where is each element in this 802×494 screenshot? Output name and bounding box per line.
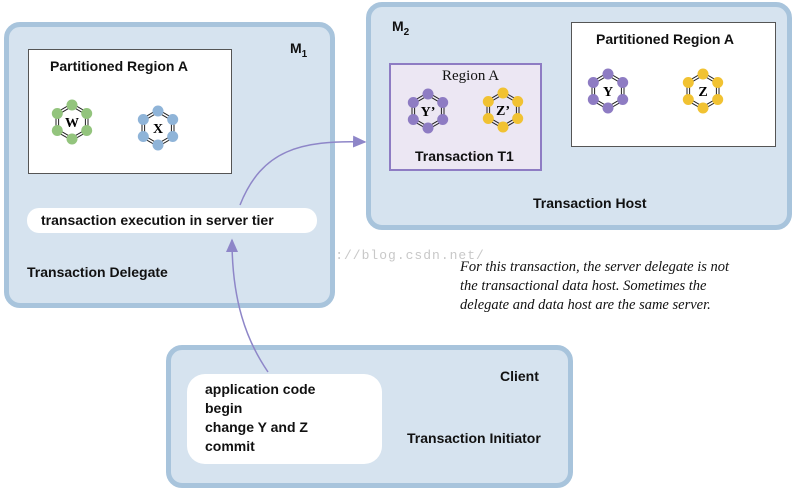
ring-node-z-prime: Z’ bbox=[482, 87, 524, 133]
m2-machine-label: M2 bbox=[392, 18, 410, 38]
ring-node-y-prime: Y’ bbox=[407, 88, 449, 134]
client-title: Client bbox=[500, 368, 539, 384]
ring-node-x: X bbox=[137, 105, 179, 151]
transaction-initiator-label: Transaction Initiator bbox=[407, 430, 541, 446]
arrow-client-to-delegate bbox=[226, 238, 269, 373]
ring-node-z: Z bbox=[682, 68, 724, 114]
code-line-change: change Y and Z bbox=[205, 419, 308, 435]
explanatory-note: For this transaction, the server delegat… bbox=[460, 258, 729, 315]
m1-machine-label: M1 bbox=[290, 40, 308, 60]
m1-region-title: Partitioned Region A bbox=[50, 58, 188, 74]
note-line-1: For this transaction, the server delegat… bbox=[460, 259, 730, 275]
code-line-begin: begin bbox=[205, 400, 243, 416]
ring-letter: W bbox=[65, 116, 79, 131]
tx-region-title: Region A bbox=[442, 68, 500, 84]
execution-label: transaction execution in server tier bbox=[27, 208, 317, 233]
note-line-3: delegate and data host are the same serv… bbox=[460, 297, 711, 313]
m2-partitioned-region-box bbox=[571, 22, 776, 147]
ring-letter: Y bbox=[603, 85, 613, 100]
ring-letter: Z bbox=[698, 85, 707, 100]
ring-letter: X bbox=[153, 122, 163, 137]
watermark-text: http://blog.csdn.net/ bbox=[300, 248, 485, 263]
ring-node-w: W bbox=[51, 99, 93, 145]
ring-node-y: Y bbox=[587, 68, 629, 114]
transaction-host-label: Transaction Host bbox=[533, 195, 647, 211]
transaction-delegate-label: Transaction Delegate bbox=[27, 264, 168, 280]
arrow-delegate-to-host bbox=[239, 135, 367, 206]
m2-region-title: Partitioned Region A bbox=[596, 31, 734, 47]
transaction-t1-label: Transaction T1 bbox=[415, 148, 514, 164]
ring-letter: Y’ bbox=[421, 105, 436, 120]
ring-letter: Z’ bbox=[496, 104, 510, 119]
client-code-box: application code begin change Y and Z co… bbox=[187, 374, 382, 464]
note-line-2: the transactional data host. Sometimes t… bbox=[460, 278, 707, 294]
code-line-application: application code bbox=[205, 381, 316, 397]
code-line-commit: commit bbox=[205, 438, 255, 454]
